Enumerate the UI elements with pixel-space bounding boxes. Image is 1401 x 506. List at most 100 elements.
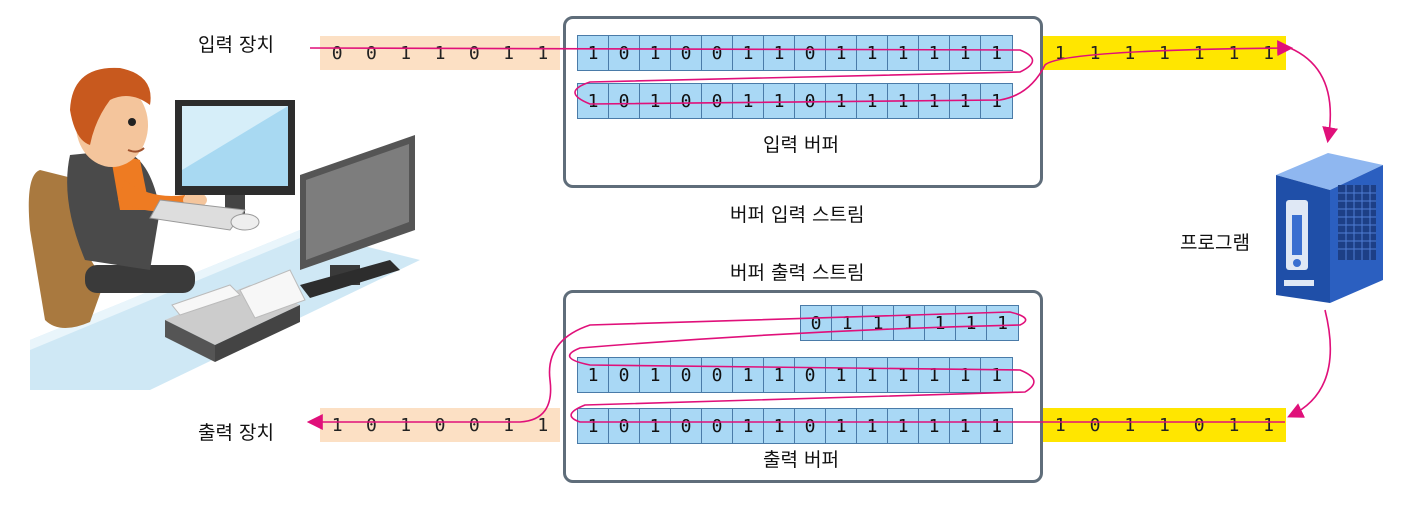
- stream-bit: 1: [1159, 42, 1170, 64]
- buffer-cell: 1: [857, 36, 888, 70]
- stream-bit: 1: [1124, 414, 1136, 436]
- buffer-cell: 0: [671, 84, 702, 118]
- stream-bit: 0: [366, 42, 377, 64]
- buffer-cell: 1: [863, 306, 894, 340]
- buffer-cell: 1: [578, 358, 609, 392]
- buffer-cell: 0: [702, 84, 733, 118]
- buffer-cell: 1: [919, 84, 950, 118]
- stream-bit: 1: [537, 414, 549, 436]
- from-program-arrow: [1287, 309, 1332, 418]
- buffer-cell: 1: [888, 358, 919, 392]
- buffer-cell: 1: [764, 358, 795, 392]
- stream-bit: 1: [1089, 42, 1101, 64]
- buffer-cell: 1: [950, 409, 981, 443]
- buffer-cell: 1: [888, 84, 919, 118]
- stream-bit: 1: [331, 414, 343, 436]
- stream-bit: 0: [1193, 414, 1205, 436]
- buffer-cell: 1: [981, 358, 1012, 392]
- buffer-cell: 1: [733, 409, 764, 443]
- stream-bit: 0: [331, 42, 343, 64]
- buffer-cell: 0: [671, 36, 702, 70]
- stream-bit: 1: [1263, 42, 1274, 64]
- buffer-cell: 1: [894, 306, 925, 340]
- buffer-cell: 1: [888, 409, 919, 443]
- buffer-cell: 1: [981, 84, 1012, 118]
- buffer-cell: 1: [640, 36, 671, 70]
- buffer-cell: 0: [702, 409, 733, 443]
- stream-bit: 1: [503, 42, 514, 64]
- buffer-cell: 1: [733, 358, 764, 392]
- buffer-cell: 1: [981, 409, 1012, 443]
- stream-bit: 1: [537, 42, 549, 64]
- program-label: 프로그램: [1180, 232, 1250, 254]
- buffer-cell: 1: [857, 358, 888, 392]
- buffer-cell: 1: [981, 36, 1012, 70]
- stream-bit: 1: [1054, 414, 1066, 436]
- buffered-output-stream-label: 버퍼 출력 스트림: [730, 262, 865, 284]
- buffer-cell: 1: [857, 409, 888, 443]
- buffer-cell: 1: [764, 409, 795, 443]
- buffer-cell: 1: [578, 84, 609, 118]
- buffer-cell: 0: [702, 358, 733, 392]
- input-device-label: 입력 장치: [198, 34, 274, 56]
- buffer-cell: 0: [609, 358, 640, 392]
- input-buffer-label: 입력 버퍼: [763, 134, 839, 156]
- buffer-cell: 1: [640, 84, 671, 118]
- buffer-cell: 1: [919, 358, 950, 392]
- buffer-cell: 0: [609, 409, 640, 443]
- buffer-cell: 1: [925, 306, 956, 340]
- person-at-computer-icon: [28, 67, 420, 390]
- buffer-cell: 1: [640, 409, 671, 443]
- buffer-cell: 0: [609, 84, 640, 118]
- buffer-cell: 1: [950, 36, 981, 70]
- stream-bit: 1: [1159, 414, 1170, 436]
- output-buffer-label: 출력 버퍼: [763, 449, 839, 471]
- buffer-cell: 1: [826, 84, 857, 118]
- buffer-cell: 1: [578, 36, 609, 70]
- buffer-cell: 0: [801, 306, 832, 340]
- to-program-arrow: [1289, 47, 1339, 144]
- stream-bit: 1: [1228, 414, 1240, 436]
- buffer-cell: 1: [919, 409, 950, 443]
- buffer-cell: 1: [950, 84, 981, 118]
- buffer-cell: 1: [950, 358, 981, 392]
- stream-bit: 1: [1124, 42, 1136, 64]
- buffer-cell: 1: [832, 306, 863, 340]
- stream-bit: 1: [1228, 42, 1240, 64]
- output-device-label: 출력 장치: [198, 422, 274, 444]
- stream-bit: 1: [1054, 42, 1066, 64]
- buffer-cell: 1: [888, 36, 919, 70]
- buffer-cell: 1: [987, 306, 1018, 340]
- buffer-cell: 1: [640, 358, 671, 392]
- stream-bit: 0: [468, 42, 480, 64]
- buffer-cell: 1: [578, 409, 609, 443]
- buffer-cell: 1: [956, 306, 987, 340]
- stream-bit: 1: [400, 414, 412, 436]
- buffer-cell: 1: [733, 84, 764, 118]
- buffer-cell: 0: [609, 36, 640, 70]
- stream-bit: 1: [434, 42, 446, 64]
- buffer-cell: 0: [671, 409, 702, 443]
- stream-bit: 0: [434, 414, 446, 436]
- stream-bit: 0: [468, 414, 480, 436]
- buffer-cell: 0: [702, 36, 733, 70]
- stream-bit: 1: [1263, 414, 1274, 436]
- buffer-cell: 1: [826, 358, 857, 392]
- stream-bit: 0: [1089, 414, 1101, 436]
- buffer-cell: 0: [795, 409, 826, 443]
- program-to-output-stream: 1 0 1 1 0 1 1: [1043, 408, 1286, 442]
- buffer-cell: 0: [795, 358, 826, 392]
- computer-tower-icon: [1276, 153, 1383, 303]
- buffer-cell: 1: [826, 409, 857, 443]
- stream-bit: 1: [1193, 42, 1205, 64]
- buffer-cell: 0: [671, 358, 702, 392]
- buffered-input-stream-label: 버퍼 입력 스트림: [730, 204, 865, 226]
- buffer-cell: 0: [795, 36, 826, 70]
- stream-bit: 1: [503, 414, 514, 436]
- input-to-program-stream: 1 1 1 1 1 1 1: [1043, 36, 1286, 70]
